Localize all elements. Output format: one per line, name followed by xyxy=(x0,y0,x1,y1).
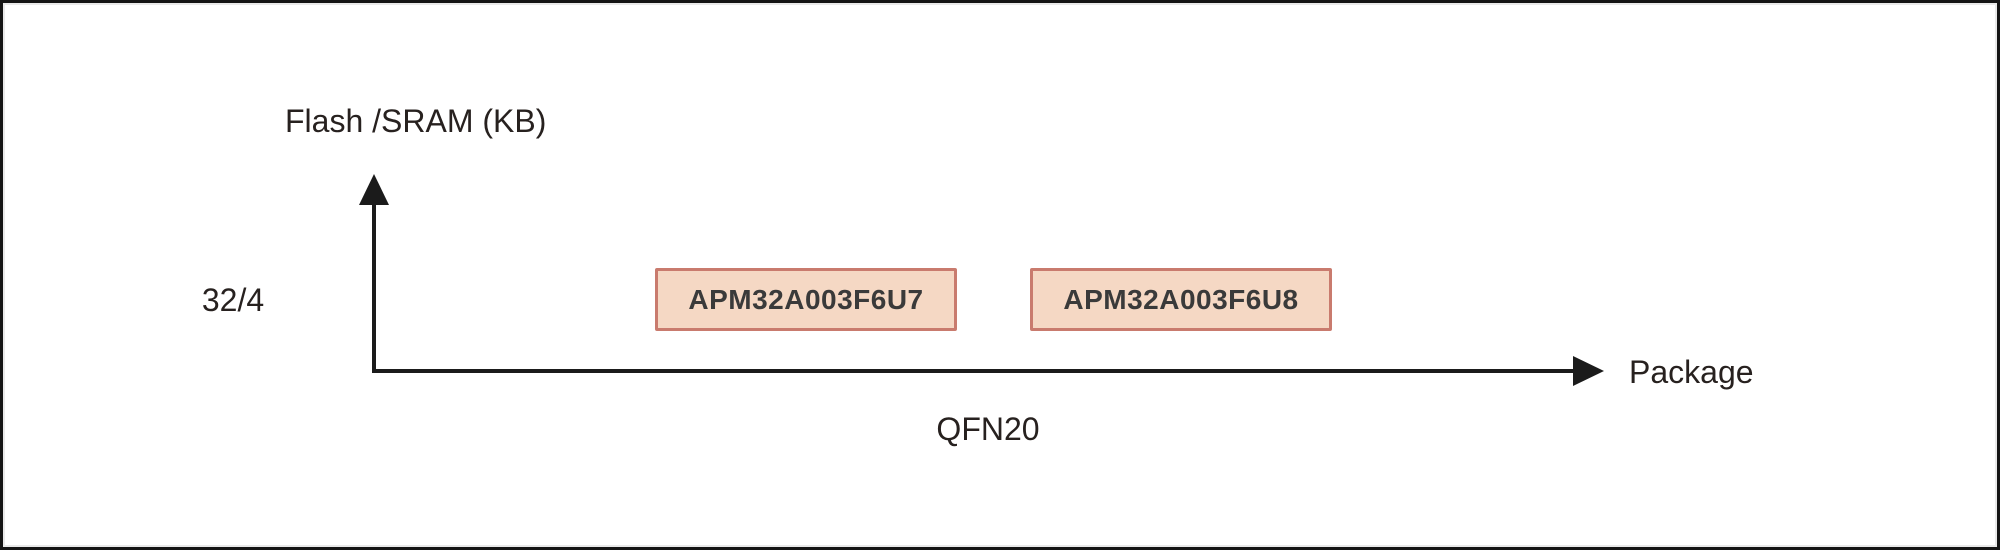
x-axis-tick-label: QFN20 xyxy=(936,411,1040,447)
y-axis-tick-label: 32/4 xyxy=(201,282,265,318)
x-axis-label: Package xyxy=(1629,354,1754,390)
y-axis-label: Flash /SRAM (KB) xyxy=(285,103,547,139)
product-box: APM32A003F6U7 xyxy=(655,268,957,331)
up-arrowhead-icon xyxy=(359,174,389,205)
right-arrowhead-icon xyxy=(1573,356,1604,386)
y-axis-line xyxy=(372,201,376,373)
x-axis-line xyxy=(372,369,1573,373)
product-box: APM32A003F6U8 xyxy=(1030,268,1332,331)
